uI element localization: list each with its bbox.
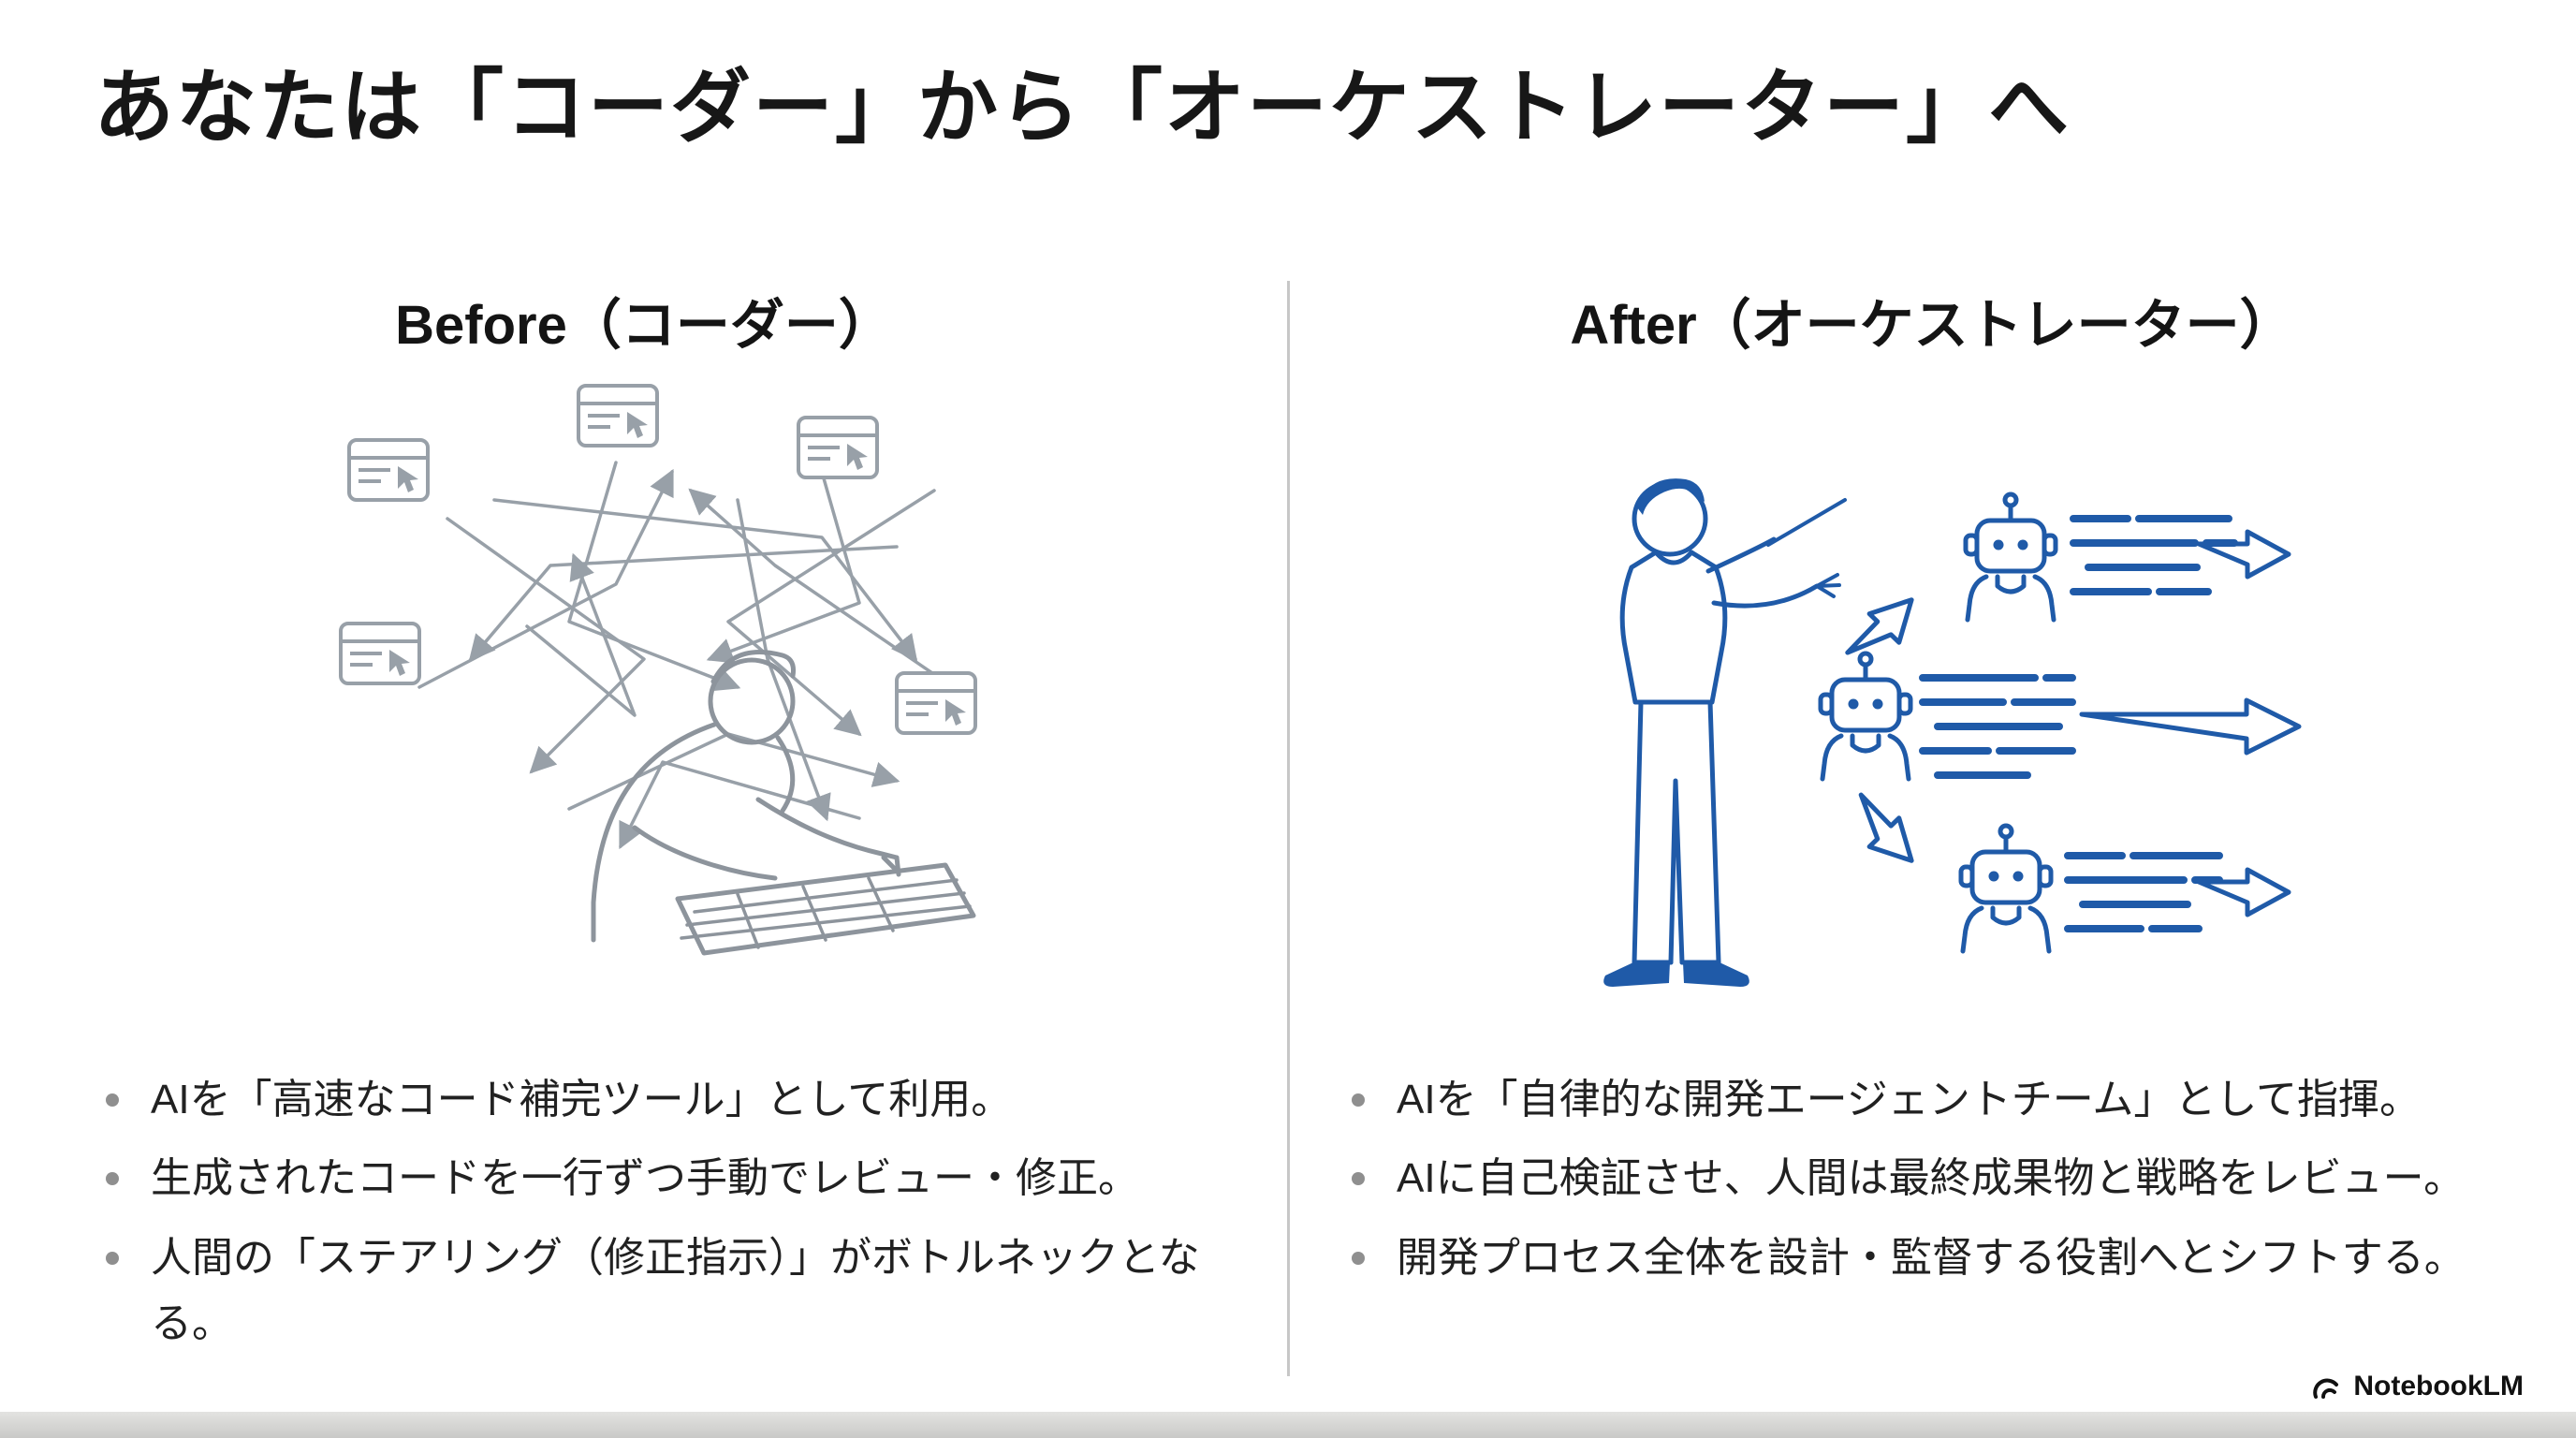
bullet-item: AIを「自律的な開発エージェントチーム」として指揮。 [1344, 1067, 2539, 1133]
bullet-item: AIを「高速なコード補完ツール」として利用。 [98, 1067, 1251, 1133]
before-bullet-list: AIを「高速なコード補完ツール」として利用。 生成されたコードを一行ずつ手動でレ… [0, 1067, 1288, 1357]
conductor-figure [1603, 478, 1841, 987]
coder-figure [591, 650, 901, 943]
column-divider [1287, 281, 1290, 1376]
before-column: Before（コーダー） [0, 281, 1288, 1371]
bullet-text: 開発プロセス全体を設計・監督する役割へとシフトする。 [1397, 1234, 2466, 1281]
slide-title: あなたは「コーダー」から「オーケストレーター」へ [94, 63, 2071, 153]
keyboard [675, 862, 976, 956]
bullet-text: AIに自己検証させ、人間は最終成果物と戦略をレビュー。 [1397, 1155, 2466, 1202]
coder-illustration-svg [339, 384, 977, 956]
after-illustration [1288, 378, 2576, 1015]
bullet-text: AIを「自律的な開発エージェントチーム」として指揮。 [1397, 1077, 2422, 1123]
bullet-item: 人間の「ステアリング（修正指示）」がボトルネックとなる。 [98, 1225, 1251, 1357]
after-column: After（オーケストレーター） [1288, 281, 2576, 1304]
bottom-strip [0, 1412, 2576, 1438]
baton [1766, 498, 1847, 547]
bullet-text: 人間の「ステアリング（修正指示）」がボトルネックとなる。 [151, 1234, 1200, 1347]
notebooklm-logo: NotebookLM [2312, 1371, 2524, 1402]
bullet-text: AIを「高速なコード補完ツール」として利用。 [151, 1077, 1013, 1123]
bullet-text: 生成されたコードを一行ずつ手動でレビュー・修正。 [151, 1155, 1139, 1202]
bullet-item: AIに自己検証させ、人間は最終成果物と戦略をレビュー。 [1344, 1146, 2539, 1211]
after-heading: After（オーケストレーター） [1570, 295, 2294, 356]
flow-arrow-icon [2079, 529, 2302, 917]
chaos-arrows [417, 461, 955, 850]
notebooklm-icon [2313, 1378, 2339, 1399]
before-illustration [0, 378, 1288, 1015]
orchestrator-illustration-svg [1603, 478, 2302, 987]
notebooklm-label: NotebookLM [2353, 1371, 2524, 1401]
bullet-item: 生成されたコードを一行ずつ手動でレビュー・修正。 [98, 1146, 1251, 1211]
after-bullet-list: AIを「自律的な開発エージェントチーム」として指揮。 AIに自己検証させ、人間は… [1288, 1067, 2576, 1291]
before-heading: Before（コーダー） [395, 295, 893, 356]
bullet-item: 開発プロセス全体を設計・監督する役割へとシフトする。 [1344, 1225, 2539, 1291]
